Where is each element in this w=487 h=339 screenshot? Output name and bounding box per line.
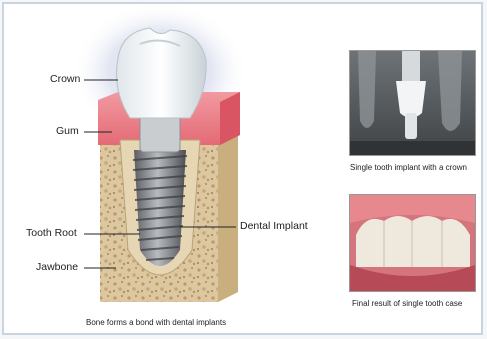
jawbone-label: Jawbone	[36, 261, 78, 273]
result-caption: Final result of single tooth case	[352, 299, 462, 308]
dental-implant-screw	[133, 150, 187, 266]
jawbone-side	[218, 122, 238, 302]
result-photo	[349, 194, 476, 292]
diagram-caption: Bone forms a bond with dental implants	[86, 318, 226, 327]
crown-label: Crown	[50, 73, 80, 85]
dental-implant-label: Dental Implant	[240, 220, 308, 232]
gum-label: Gum	[56, 125, 79, 137]
xray-photo	[349, 50, 476, 156]
xray-caption: Single tooth implant with a crown	[350, 163, 467, 172]
tooth-root-label: Tooth Root	[26, 227, 77, 239]
